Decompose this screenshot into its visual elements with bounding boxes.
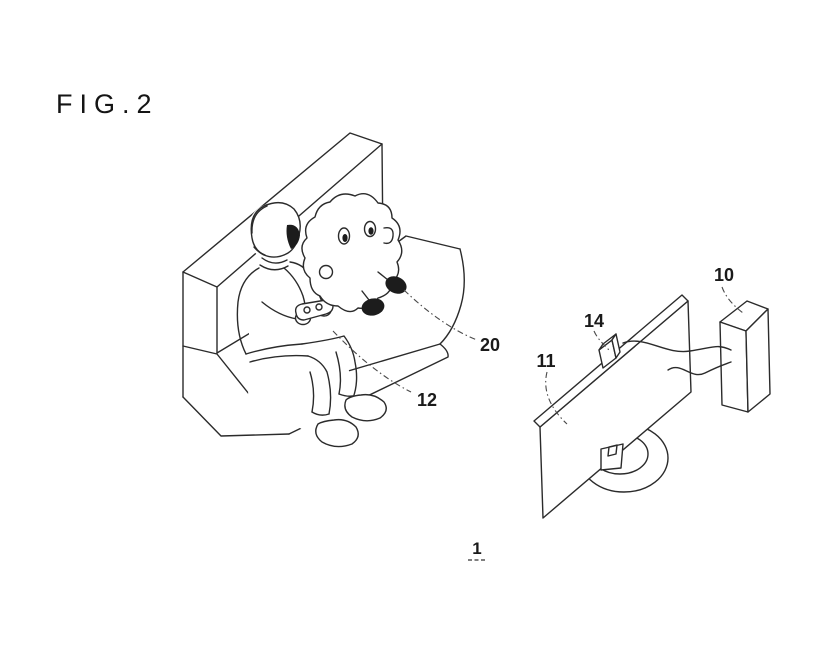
robot-arm-stick: [377, 271, 389, 281]
robot-hand-left: [318, 264, 334, 280]
system-number: 1: [472, 539, 481, 558]
sofa-base-bottom-edge: [288, 343, 449, 435]
controller-stick-left: [303, 306, 311, 314]
robot-body: [301, 193, 403, 313]
leader-line-14: [593, 330, 610, 351]
person-lap-line-1: [245, 343, 303, 355]
tv-display: [533, 294, 692, 519]
person-near-cuff: [311, 411, 330, 416]
ref-label-20: 20: [480, 335, 500, 355]
console-front-face: [719, 321, 749, 413]
robot-leg-stick: [361, 290, 370, 301]
person-far-thigh: [301, 335, 358, 399]
connection-cables: [622, 340, 732, 376]
person-slipper-near: [315, 418, 359, 448]
game-controller: [294, 299, 334, 326]
person-slipper-far: [344, 393, 387, 422]
cable-lower: [667, 361, 732, 376]
sofa-armrest-bottom: [182, 396, 290, 437]
person-hair-shading: [286, 224, 300, 249]
leader-line-20: [403, 289, 478, 341]
person-back-outline: [236, 267, 260, 355]
ref-label-12: 12: [417, 390, 437, 410]
person-far-shin-inner: [335, 351, 342, 395]
person-hair-nape: [253, 246, 266, 256]
ref-label-10: 10: [714, 265, 734, 285]
person-lap-line-2: [249, 354, 309, 363]
person-near-shin-inner: [309, 371, 315, 413]
tv-stand-neck: [600, 443, 624, 471]
figure-title: FIG.2: [56, 89, 159, 119]
robot-pupil-left: [342, 234, 348, 242]
controller-stick-right: [315, 303, 323, 311]
sofa-armrest-front-slope: [182, 345, 254, 400]
person-hair-line: [251, 205, 268, 234]
ref-label-14: 14: [584, 311, 604, 331]
person: [236, 201, 387, 452]
person-collar: [259, 257, 289, 271]
camera-side-face: [611, 333, 621, 359]
reference-annotations: 20 12 11 14 10: [332, 265, 744, 425]
robot-ear: [383, 226, 394, 245]
cable-upper: [622, 340, 732, 353]
leader-line-11: [545, 371, 568, 425]
person-near-knee-shin: [307, 355, 332, 415]
camera-device: [598, 333, 621, 369]
tv-stand-notch: [607, 444, 618, 457]
game-console: [719, 300, 771, 413]
system-reference: 1: [468, 539, 487, 561]
sofa-right-end: [439, 248, 465, 345]
robot-character: [301, 193, 407, 316]
person-forearm: [261, 301, 298, 320]
robot-hand-right-pad: [385, 276, 407, 294]
leader-line-10: [721, 286, 744, 314]
robot-foot-pad: [361, 298, 385, 316]
robot-pupil-right: [368, 227, 374, 235]
console-right-face: [745, 308, 771, 413]
ref-label-11: 11: [536, 351, 555, 371]
